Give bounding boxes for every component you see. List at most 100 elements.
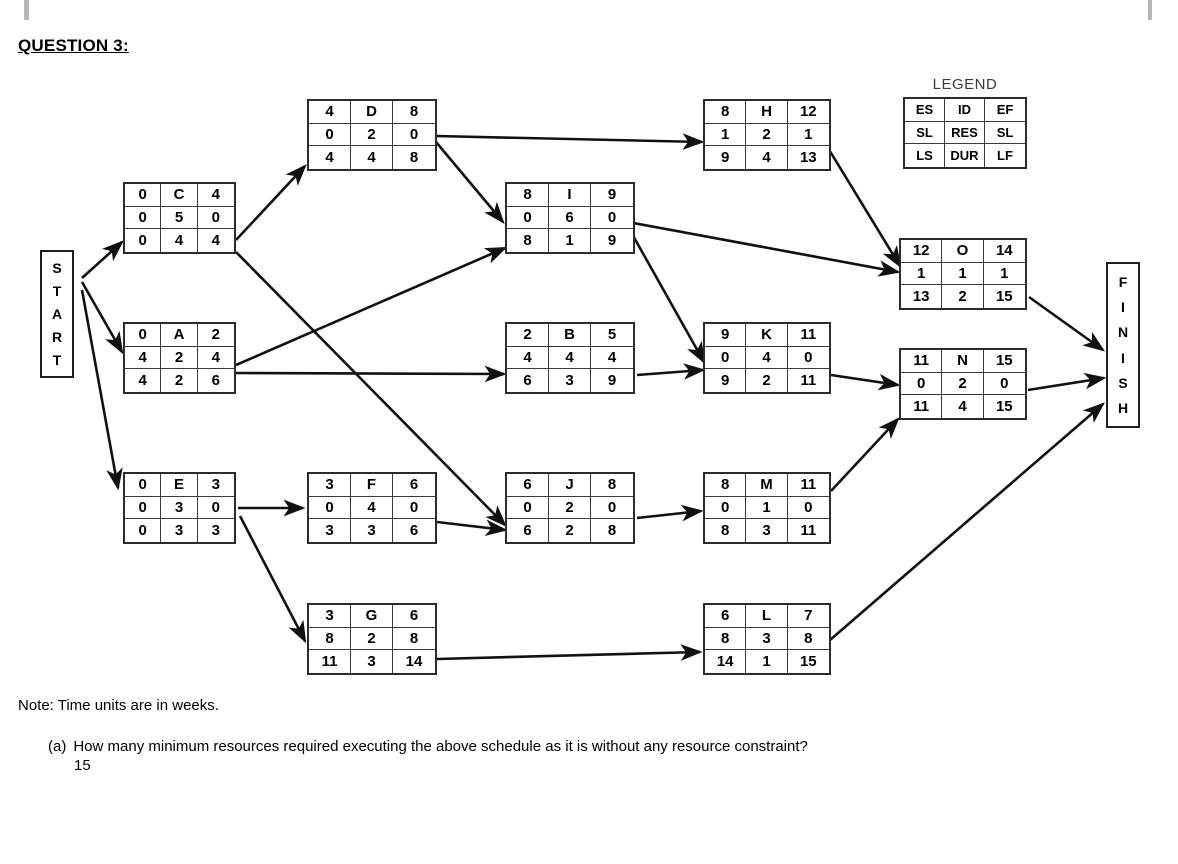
- node-e-id: E: [161, 474, 198, 497]
- node-d-id: D: [351, 101, 393, 124]
- legend-cell-dur: DUR: [945, 144, 985, 167]
- node-j-es: 6: [507, 474, 549, 497]
- activity-node-i: 8 I 9 0 6 0 8 1 9: [505, 182, 635, 254]
- node-a-lf: 6: [211, 372, 220, 390]
- edge-i-o: [627, 220, 901, 277]
- node-c-es: 0: [125, 184, 162, 207]
- activity-node-g: 3 G 6 8 2 8 11 3 14: [307, 603, 437, 675]
- node-b-es: 2: [507, 324, 549, 347]
- node-k-ef: 11: [787, 324, 829, 347]
- start-letter-3: R: [51, 329, 63, 345]
- node-e-ef: 3: [197, 474, 234, 497]
- node-o-ls: 13: [901, 285, 943, 308]
- node-k-sl-right: 0: [787, 347, 829, 370]
- edge-d-i: [435, 141, 505, 224]
- node-h-sl-left: 1: [705, 123, 747, 147]
- node-c-res: 5: [161, 206, 198, 230]
- node-l-sl-left: 8: [705, 627, 747, 651]
- node-d-dur: 4: [351, 146, 393, 169]
- node-d-sl-left: 0: [309, 123, 351, 147]
- node-m-ls: 8: [705, 519, 747, 542]
- node-m-sl-right: 0: [787, 497, 829, 520]
- node-m-sl-left: 0: [705, 496, 747, 520]
- activity-node-a: 0 A 2 4 2 4 4 2 6: [123, 322, 236, 394]
- time-units-note: Note: Time units are in weeks.: [18, 697, 219, 714]
- edge-a-b: [235, 365, 507, 383]
- legend-cell-sl-left: SL: [905, 121, 945, 145]
- node-b-ef: 5: [591, 324, 633, 347]
- node-f-lf: 6: [409, 522, 419, 540]
- node-h-res: 2: [746, 123, 788, 147]
- node-a-es: 0: [125, 324, 162, 347]
- node-c-sl-right: 0: [197, 207, 234, 230]
- node-j-ef: 8: [591, 474, 633, 497]
- node-a-dur: 2: [161, 369, 198, 392]
- node-k-lf: 11: [800, 372, 817, 390]
- node-e-dur: 3: [161, 519, 198, 542]
- node-i-dur: 1: [549, 229, 591, 252]
- start-letter-1: T: [52, 283, 62, 299]
- edge-j-m: [636, 504, 704, 522]
- node-l-ef: 7: [787, 605, 829, 628]
- edge-start-e: [80, 289, 123, 491]
- node-f-dur: 3: [351, 519, 393, 542]
- node-c-sl-left: 0: [125, 206, 162, 230]
- node-o-es: 12: [901, 240, 943, 263]
- activity-node-h: 8 H 12 1 2 1 9 4 13: [703, 99, 831, 171]
- node-i-ef: 9: [591, 184, 633, 207]
- node-e-lf: 3: [211, 522, 220, 540]
- node-f-id: F: [351, 474, 393, 497]
- node-h-ls: 9: [705, 146, 747, 169]
- edge-e-g: [238, 515, 307, 644]
- node-l-id: L: [746, 605, 788, 628]
- node-f-ef: 6: [393, 474, 435, 497]
- edge-b-k: [636, 363, 706, 380]
- node-a-res: 2: [161, 346, 198, 370]
- node-l-lf: 15: [799, 653, 817, 671]
- node-l-ls: 14: [705, 650, 747, 673]
- activity-node-l: 6 L 7 8 3 8 14 1 15: [703, 603, 831, 675]
- node-l-dur: 1: [746, 650, 788, 673]
- node-k-dur: 2: [746, 369, 788, 392]
- node-k-res: 4: [746, 346, 788, 370]
- legend-cell-id: ID: [945, 99, 985, 122]
- node-n-ls: 11: [901, 395, 943, 418]
- finish-letter-0: F: [1118, 274, 1128, 291]
- node-f-res: 4: [351, 496, 393, 520]
- node-o-lf: 15: [995, 288, 1013, 306]
- question-answer: 15: [74, 757, 91, 774]
- node-n-sl-right: 0: [983, 373, 1025, 396]
- edge-i-k: [625, 224, 706, 365]
- node-g-id: G: [351, 605, 393, 628]
- activity-node-b: 2 B 5 4 4 4 6 3 9: [505, 322, 635, 394]
- node-g-res: 2: [351, 627, 393, 651]
- node-b-dur: 3: [549, 369, 591, 392]
- node-n-res: 2: [942, 372, 984, 396]
- legend-cell-ef: EF: [985, 99, 1025, 122]
- start-letter-2: A: [51, 306, 63, 322]
- node-i-sl-right: 0: [591, 207, 633, 230]
- edge-o-finish: [1028, 295, 1106, 352]
- activity-node-f: 3 F 6 0 4 0 3 3 6: [307, 472, 437, 544]
- legend-title: LEGEND: [932, 76, 998, 93]
- legend-table: ES ID EF SL RES SL LS DUR LF: [903, 97, 1027, 169]
- register-mark-left: [24, 0, 29, 20]
- node-h-es: 8: [705, 101, 747, 124]
- edge-c-d: [235, 164, 307, 241]
- edge-start-c: [81, 240, 124, 279]
- node-c-ls: 0: [125, 229, 162, 252]
- node-h-id: H: [746, 101, 788, 124]
- finish-letter-5: H: [1117, 399, 1129, 416]
- node-k-sl-left: 0: [705, 346, 747, 370]
- node-k-es: 9: [705, 324, 747, 347]
- activity-node-k: 9 K 11 0 4 0 9 2 11: [703, 322, 831, 394]
- node-c-dur: 4: [161, 229, 198, 252]
- node-e-sl-right: 0: [197, 497, 234, 520]
- node-j-sl-left: 0: [507, 496, 549, 520]
- node-e-res: 3: [161, 496, 198, 520]
- legend-cell-lf: LF: [997, 148, 1013, 164]
- activity-node-o: 12 O 14 1 1 1 13 2 15: [899, 238, 1027, 310]
- node-m-lf: 11: [800, 522, 817, 540]
- node-l-sl-right: 8: [787, 628, 829, 651]
- node-k-ls: 9: [705, 369, 747, 392]
